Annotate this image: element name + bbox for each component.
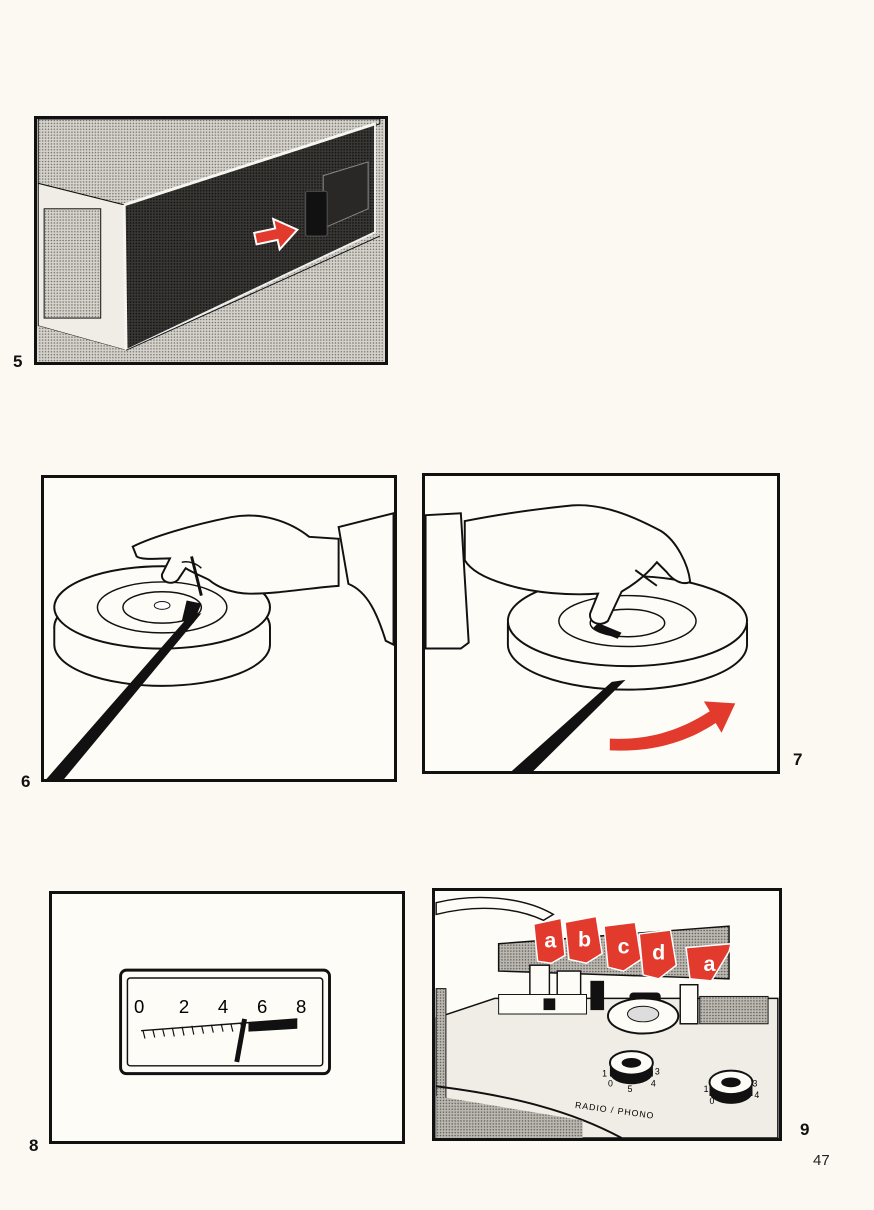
dial-mark-3: 5	[628, 1084, 634, 1094]
figure-5-panel	[34, 116, 388, 365]
head-tab-a1: a	[532, 917, 566, 965]
figure-6-number: 6	[21, 772, 31, 791]
figure-6-illustration	[46, 512, 394, 779]
volume-knob	[708, 1069, 754, 1104]
radio-phono-knob	[608, 1050, 654, 1085]
figure-5-illustration	[37, 119, 384, 362]
dial-mark-1: 1	[602, 1068, 608, 1078]
figure-7-number: 7	[793, 750, 803, 769]
figure-8-panel: 0 2 4 6 8	[49, 891, 405, 1144]
svg-text:a: a	[704, 952, 717, 976]
meter-scale-6: 6	[257, 996, 267, 1017]
figure-9-panel: a b c d a 1	[432, 888, 782, 1141]
meter-scale-2: 2	[179, 996, 189, 1017]
meter-scale-8: 8	[296, 996, 306, 1017]
figure-5-number: 5	[13, 352, 23, 371]
meter-needle	[234, 1018, 247, 1063]
figure-9-number: 9	[800, 1120, 810, 1139]
svg-text:d: d	[652, 940, 665, 964]
rotate-arrow-icon	[609, 701, 736, 751]
dial-mark-7: 0	[710, 1096, 716, 1106]
dial-mark-5: 3	[655, 1067, 661, 1077]
svg-text:b: b	[578, 928, 591, 952]
dial-mark-2: 0	[608, 1078, 614, 1088]
head-tab-d: d	[638, 929, 678, 980]
figure-6-panel	[41, 475, 397, 782]
figure-8-illustration: 0 2 4 6 8	[119, 968, 331, 1076]
figure-7-panel	[422, 473, 780, 774]
figure-8-number: 8	[29, 1136, 39, 1155]
dial-mark-4: 4	[651, 1078, 657, 1088]
dial-mark-9: 4	[754, 1090, 760, 1100]
push-arrow-icon	[253, 217, 300, 252]
dial-mark-6: 1	[704, 1084, 710, 1094]
head-tab-b: b	[564, 915, 603, 965]
head-tab-c: c	[603, 921, 642, 972]
svg-text:a: a	[544, 929, 557, 953]
page-number: 47	[813, 1152, 830, 1169]
svg-text:c: c	[618, 934, 630, 958]
dial-mark-8: 3	[752, 1078, 758, 1088]
figure-7-illustration	[425, 504, 749, 771]
head-tab-a2: a	[685, 942, 732, 982]
meter-scale-0: 0	[134, 996, 144, 1017]
figure-9-illustration: a b c d a 1	[435, 896, 779, 1138]
meter-scale-4: 4	[218, 996, 228, 1017]
